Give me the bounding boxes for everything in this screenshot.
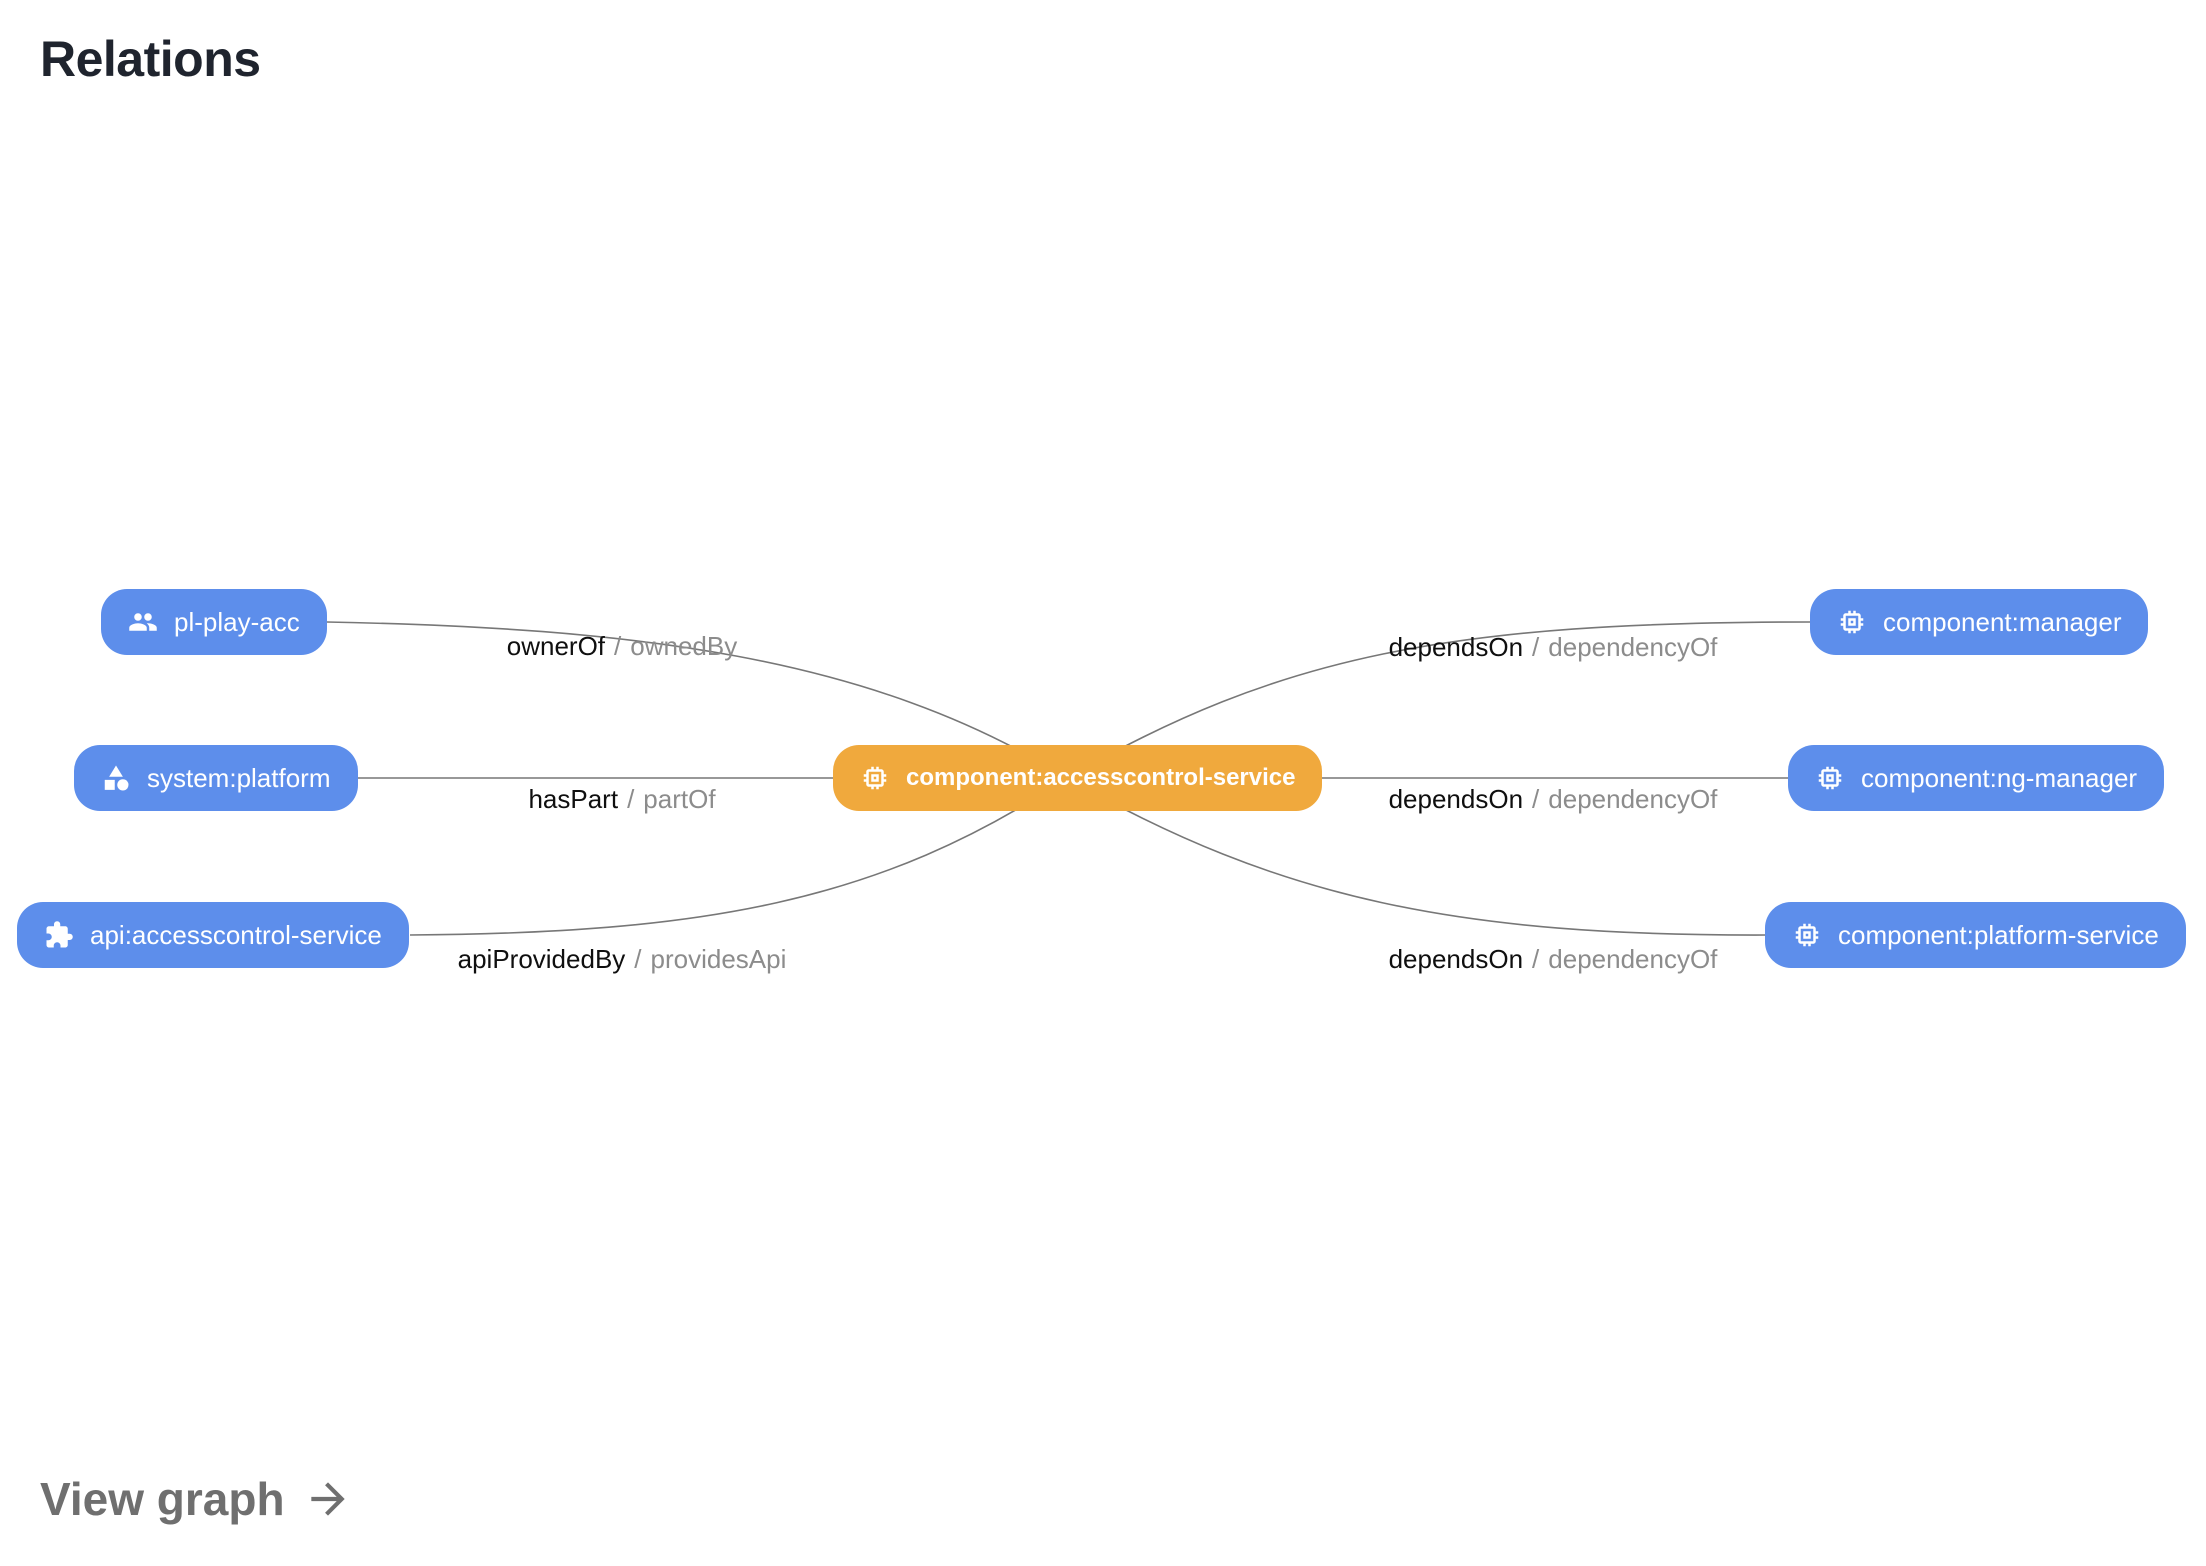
view-graph-link[interactable]: View graph [40,1472,353,1526]
memory-chip-icon [1792,920,1822,950]
edge-label-secondary: dependencyOf [1548,944,1718,974]
edge-apiprovidedby [409,777,1068,936]
group-icon [128,607,158,637]
node-pl-play-acc[interactable]: pl-play-acc [101,589,327,655]
edge-label-primary: hasPart [528,784,619,814]
node-label: component:accesscontrol-service [906,764,1296,791]
edge-label-secondary: ownedBy [630,631,738,661]
node-label: component:platform-service [1838,919,2159,950]
edge-label-primary: dependsOn [1388,944,1524,974]
page-title: Relations [40,31,261,87]
node-label: component:manager [1883,606,2122,637]
edge-label-separator: / [627,784,635,814]
edge-label-secondary: dependencyOf [1548,632,1718,662]
edge-label-primary: dependsOn [1388,784,1524,814]
edge-label-secondary: partOf [643,784,716,814]
edge-label-haspart: hasPart / partOf [528,784,715,815]
node-component-manager[interactable]: component:manager [1810,589,2149,655]
node-system-platform[interactable]: system:platform [74,745,358,811]
edge-label-separator: / [1532,632,1540,662]
edge-label-separator: / [634,944,642,974]
view-graph-label: View graph [40,1473,285,1525]
edge-ownerof [326,621,1068,779]
edge-label-primary: ownerOf [506,631,606,661]
edge-label-separator: / [1532,944,1540,974]
memory-chip-icon [1815,763,1845,793]
edge-label-primary: dependsOn [1388,632,1524,662]
node-component-accesscontrol-service[interactable]: component:accesscontrol-service [833,745,1323,811]
edge-label-secondary: dependencyOf [1548,784,1718,814]
node-label: api:accesscontrol-service [90,919,382,950]
edge-label-apiprovidedby: apiProvidedBy / providesApi [458,944,787,975]
edge-label-ownerof: ownerOf / ownedBy [507,631,737,662]
edge-dependson-platform-service [1066,777,1768,936]
edge-dependson-manager [1066,621,1813,779]
node-label: pl-play-acc [174,606,300,637]
edge-label-separator: / [614,631,622,661]
edge-label-dependson-platform-service: dependsOn / dependencyOf [1389,944,1718,975]
node-component-platform-service[interactable]: component:platform-service [1765,902,2186,968]
memory-chip-icon [860,763,890,793]
edge-label-separator: / [1532,784,1540,814]
category-icon [101,763,131,793]
extension-puzzle-icon [44,920,74,950]
node-component-ng-manager[interactable]: component:ng-manager [1788,745,2165,811]
arrow-right-icon [303,1474,353,1524]
edge-label-dependson-ng-manager: dependsOn / dependencyOf [1389,784,1718,815]
edge-label-primary: apiProvidedBy [457,944,626,974]
node-api-accesscontrol-service[interactable]: api:accesscontrol-service [17,902,409,968]
edge-label-dependson-manager: dependsOn / dependencyOf [1389,632,1718,663]
node-label: system:platform [147,762,331,793]
node-label: component:ng-manager [1861,762,2138,793]
edge-label-secondary: providesApi [650,944,787,974]
memory-chip-icon [1837,607,1867,637]
